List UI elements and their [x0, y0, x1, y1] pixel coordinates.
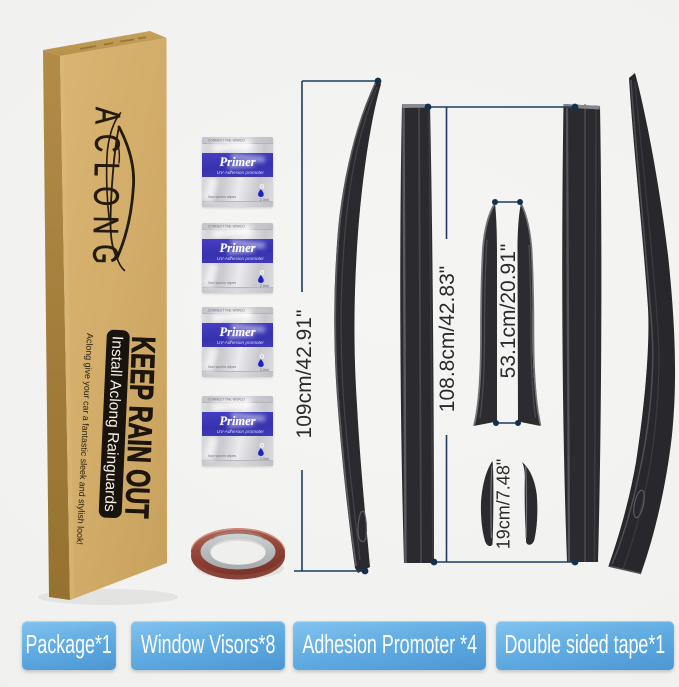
svg-text:KEEP RAIN OUT: KEEP RAIN OUT	[119, 336, 163, 519]
svg-text:53.1cm/20.91": 53.1cm/20.91"	[497, 244, 520, 379]
svg-text:108.8cm/42.83": 108.8cm/42.83"	[436, 266, 459, 412]
svg-text:ACLONG: ACLONG	[85, 107, 127, 275]
svg-text:109cm/42.91": 109cm/42.91"	[293, 310, 316, 439]
svg-text:19cm/7.48": 19cm/7.48"	[494, 459, 514, 549]
